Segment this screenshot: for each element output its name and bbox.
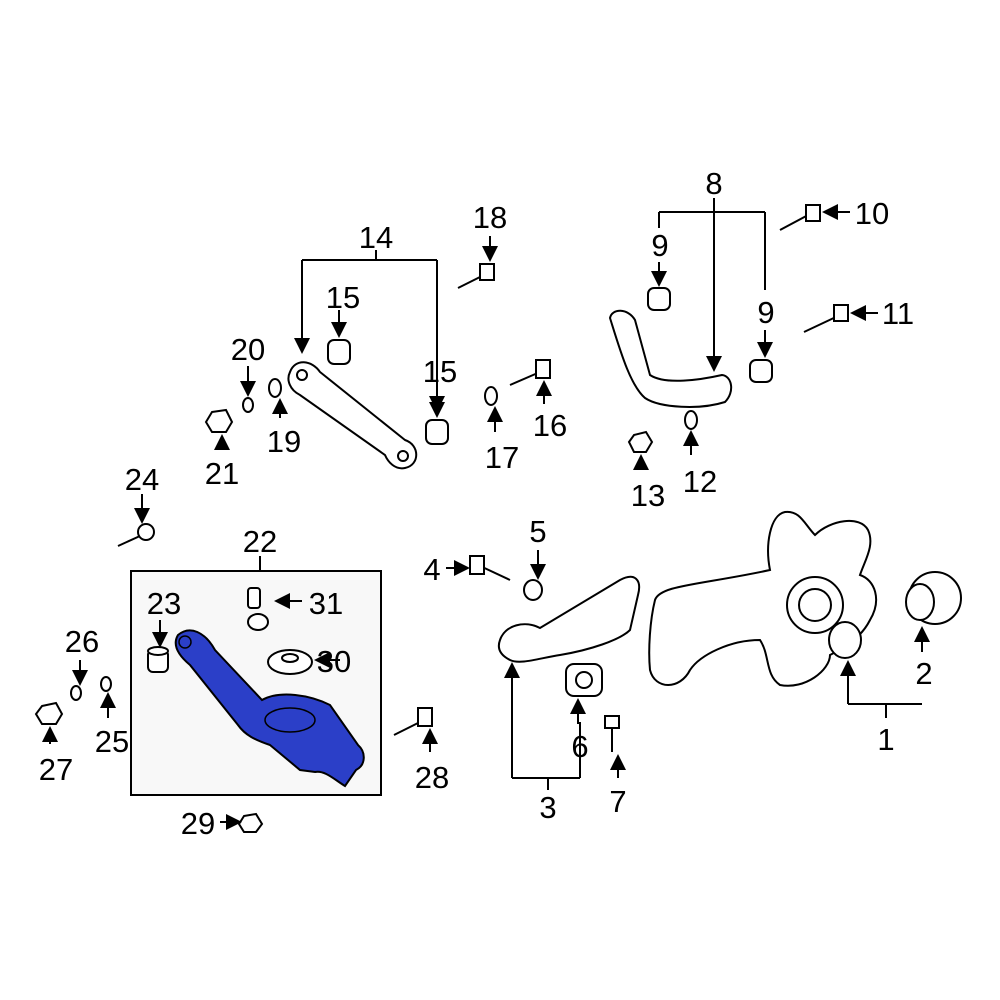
part-9-bushing-b[interactable] (749, 359, 773, 383)
callout-20: 20 (231, 332, 265, 367)
part-25-washer[interactable] (100, 676, 112, 692)
callout-13: 13 (631, 478, 665, 513)
part-21-nut[interactable] (204, 408, 234, 433)
part-6-bushing[interactable] (565, 663, 603, 697)
callout-12: 12 (683, 464, 717, 499)
part-28-bolt[interactable] (393, 707, 433, 736)
callout-14: 14 (359, 220, 393, 255)
part-23-bushing[interactable] (147, 646, 169, 673)
part-18-bolt[interactable] (457, 263, 495, 289)
part-4-bolt[interactable] (469, 555, 511, 581)
callout-21: 21 (205, 456, 239, 491)
part-19-washer[interactable] (268, 378, 282, 398)
callout-30: 30 (317, 644, 351, 679)
part-5-washer[interactable] (523, 579, 543, 601)
callout-15b: 15 (423, 354, 457, 389)
part-15-bushing-a[interactable] (327, 339, 351, 365)
callout-25: 25 (95, 724, 129, 759)
callout-labels: 1 2 3 4 5 6 7 8 9 9 10 11 12 13 14 15 15… (39, 166, 933, 841)
part-24-bolt[interactable] (117, 523, 155, 547)
callout-27: 27 (39, 752, 73, 787)
callout-7: 7 (609, 784, 626, 819)
part-31-stabilizer-link[interactable] (247, 587, 269, 631)
part-7-bolt[interactable] (604, 715, 620, 752)
part-26-washer[interactable] (70, 685, 82, 701)
callout-4: 4 (423, 552, 440, 587)
part-2-hub-bushing[interactable] (905, 571, 962, 625)
callout-11: 11 (882, 296, 914, 331)
part-30-spring-seat[interactable] (267, 649, 313, 675)
part-20-washer[interactable] (242, 397, 254, 413)
part-27-nut[interactable] (34, 701, 64, 725)
callout-18: 18 (473, 200, 507, 235)
callout-6: 6 (571, 729, 588, 764)
callout-16: 16 (533, 408, 567, 443)
callout-22: 22 (243, 524, 277, 559)
part-1-knuckle[interactable] (648, 510, 878, 687)
callout-17: 17 (485, 440, 519, 475)
part-12-washer[interactable] (684, 410, 698, 430)
leader-lines (42, 198, 930, 830)
callout-29: 29 (181, 806, 215, 841)
callout-2: 2 (915, 656, 932, 691)
callout-8: 8 (705, 166, 722, 201)
part-13-nut[interactable] (627, 430, 654, 453)
part-29-nut[interactable] (237, 812, 264, 833)
part-10-bolt[interactable] (779, 204, 821, 231)
part-16-bolt[interactable] (509, 359, 551, 386)
lower-control-arm-highlighted[interactable] (174, 629, 365, 788)
callout-3: 3 (539, 790, 556, 825)
callout-19: 19 (267, 424, 301, 459)
part-3-trailing-arm[interactable] (497, 575, 640, 663)
callout-9a: 9 (651, 228, 668, 263)
part-17-washer[interactable] (484, 386, 498, 406)
part-9-bushing-a[interactable] (647, 287, 671, 311)
part-11-bolt[interactable] (803, 304, 849, 333)
callout-1: 1 (877, 722, 894, 757)
callout-15a: 15 (326, 280, 360, 315)
callout-31: 31 (309, 586, 343, 621)
part-8-upper-arm[interactable] (608, 309, 733, 408)
callout-10: 10 (855, 196, 889, 231)
callout-28: 28 (415, 760, 449, 795)
callout-26: 26 (65, 624, 99, 659)
part-15-bushing-b[interactable] (425, 419, 449, 445)
callout-5: 5 (529, 514, 546, 549)
callout-24: 24 (125, 462, 159, 497)
part-14-upper-arm[interactable] (287, 361, 418, 470)
callout-9b: 9 (757, 295, 774, 330)
callout-23: 23 (147, 586, 181, 621)
